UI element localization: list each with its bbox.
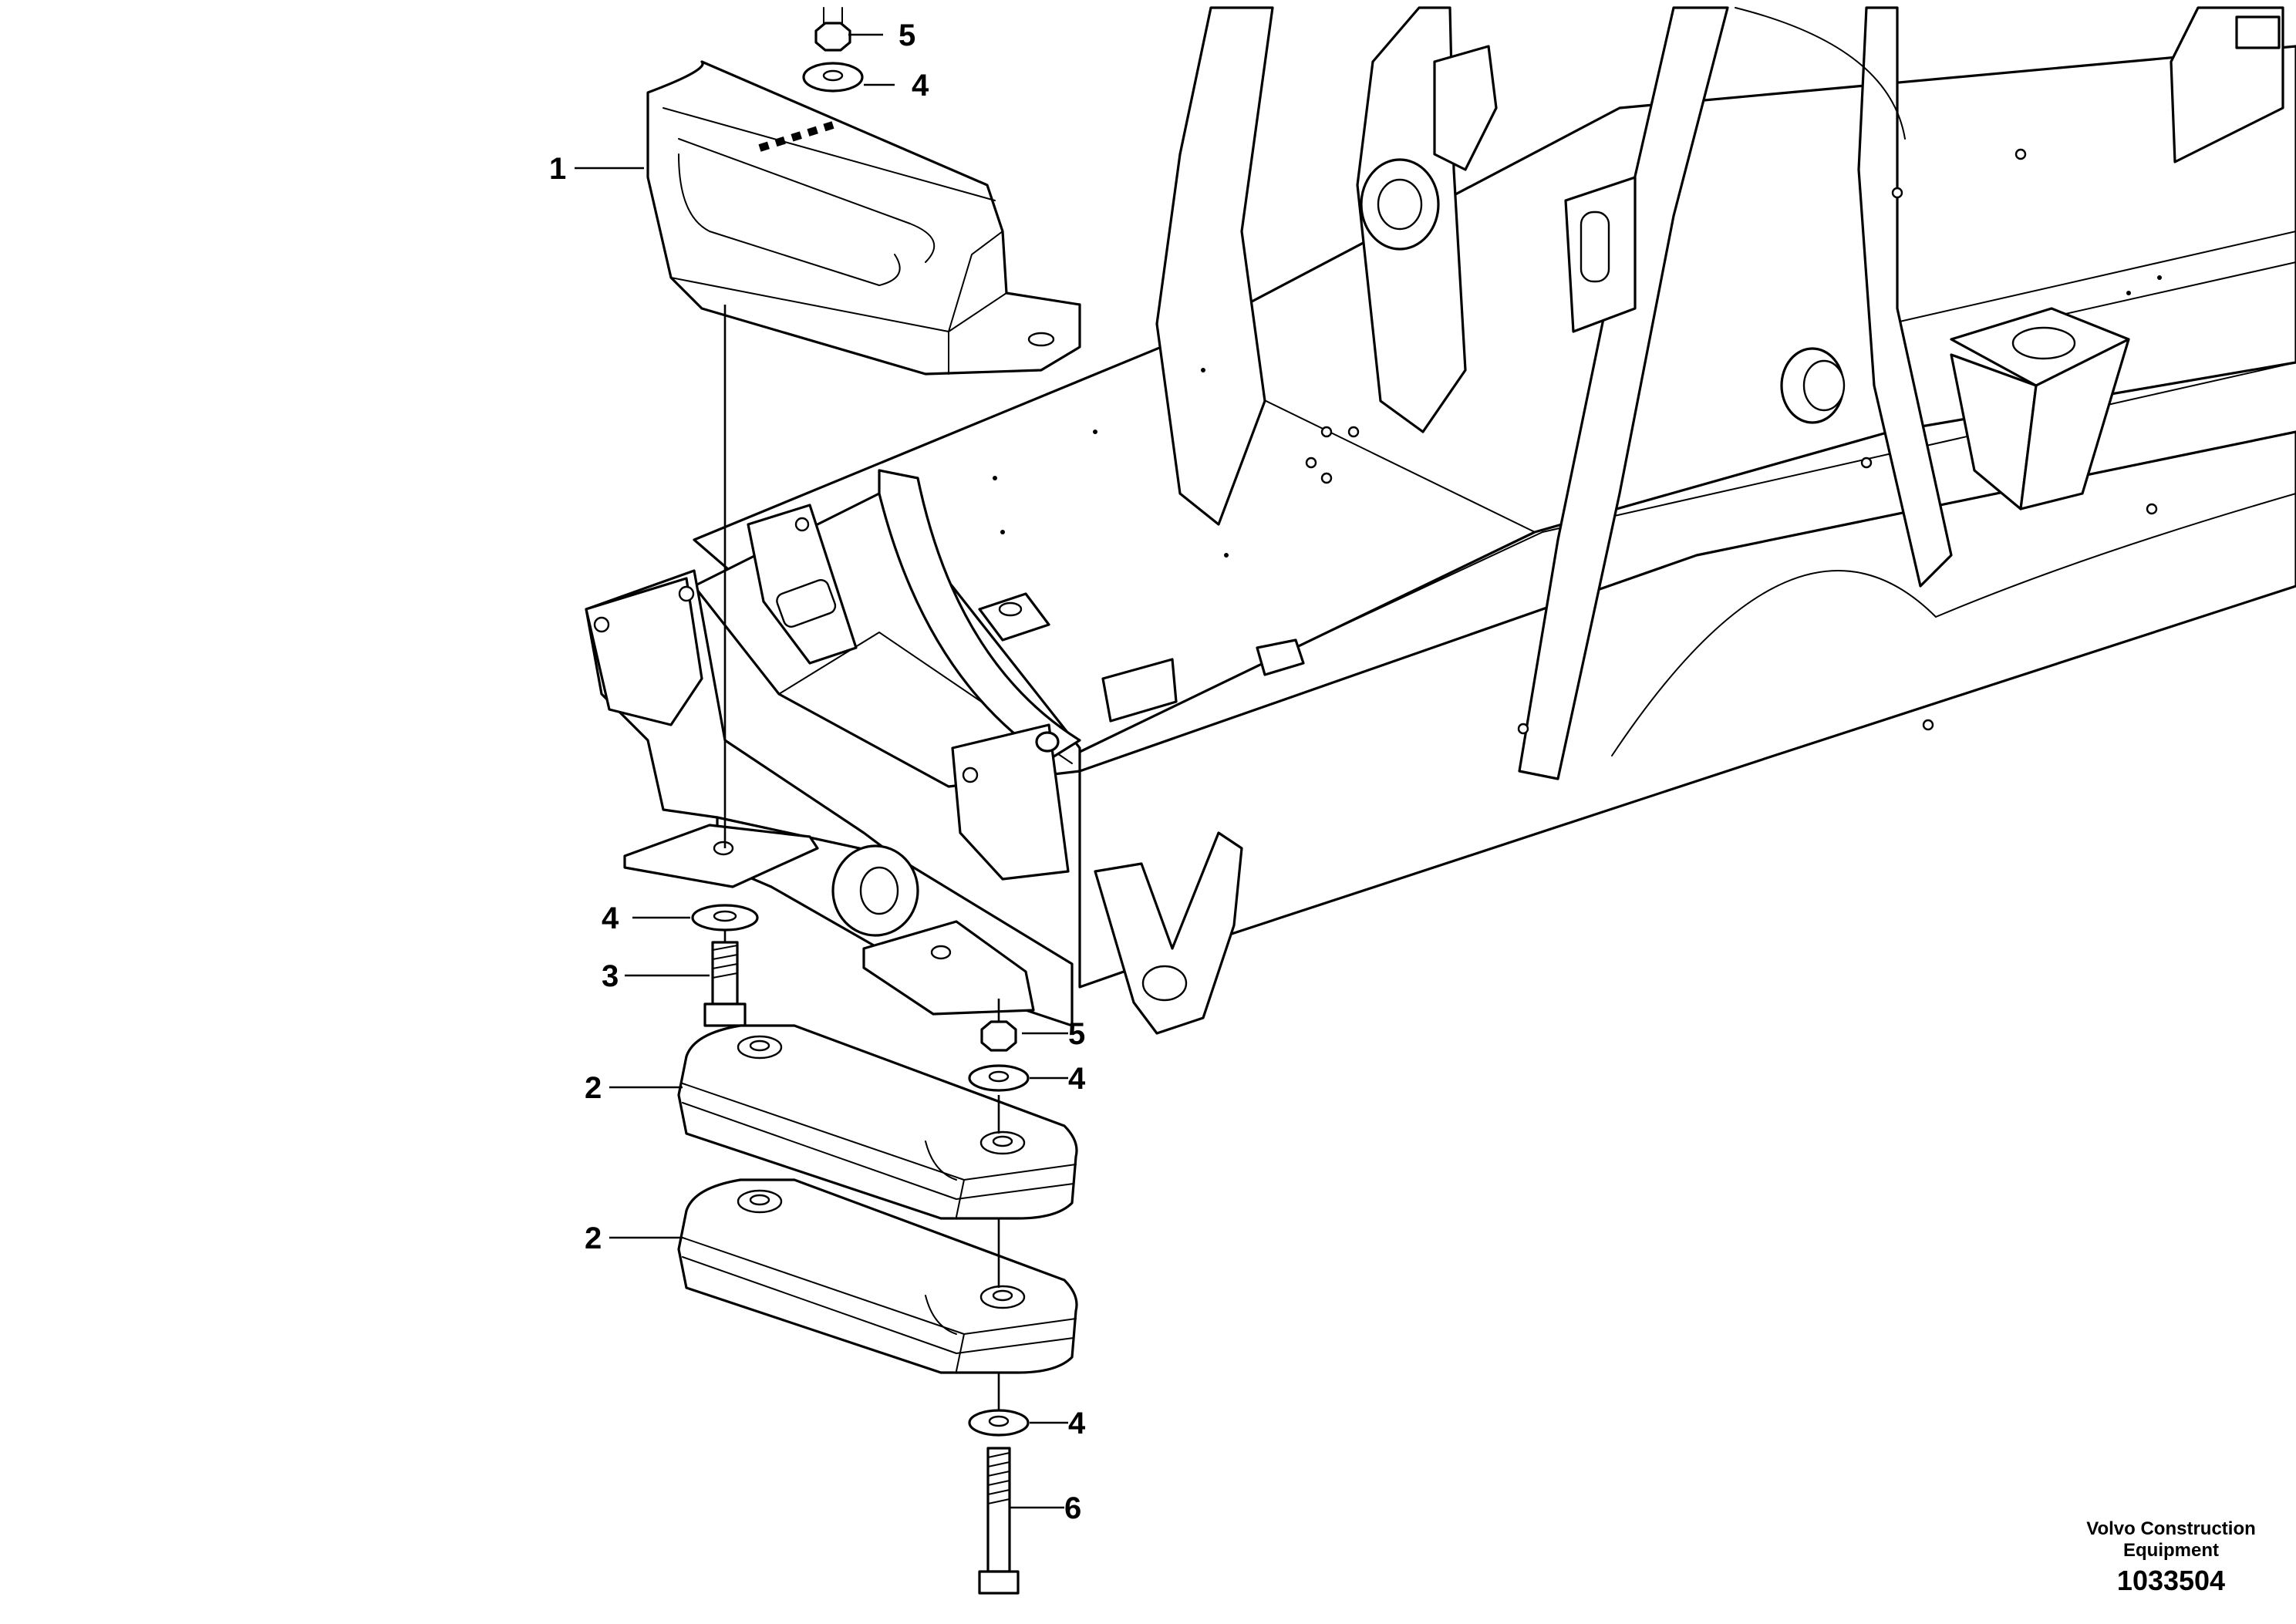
counterweight-mounting-plates (623, 824, 1035, 1016)
part-1-front-bumper (646, 60, 1081, 376)
callout-4-lower: 4 (1068, 1062, 1086, 1096)
hidden-fastener-line (758, 121, 834, 152)
callout-5-top: 5 (899, 19, 915, 52)
brand-line-2: Equipment (2123, 1540, 2219, 1561)
callout-4-top: 4 (912, 69, 929, 103)
frame-fastener-dots (900, 148, 2162, 735)
towing-hitch (1094, 831, 1243, 1035)
drawing-footer: Volvo Construction Equipment 1033504 (2086, 1518, 2256, 1596)
part-2-counterweight-lower (677, 1178, 1078, 1374)
leader-lines (575, 33, 1068, 1509)
lower-washer-a (968, 1064, 1030, 1092)
long-bolt-part-6 (978, 1447, 1020, 1595)
left-washer (691, 904, 759, 932)
lower-washer-b (968, 1409, 1030, 1437)
drawing-number: 1033504 (2117, 1565, 2225, 1596)
part-2-counterweight-upper (677, 1024, 1078, 1220)
callout-6: 6 (1064, 1491, 1081, 1525)
callout-2-lower: 2 (585, 1221, 602, 1255)
callout-4-bottom: 4 (1068, 1407, 1086, 1440)
lower-nut (980, 1020, 1017, 1052)
top-washer (802, 62, 864, 93)
callout-4-left: 4 (602, 901, 619, 935)
callout-2-upper: 2 (585, 1071, 602, 1105)
callout-labels: 5 4 1 4 3 5 4 2 2 4 6 (549, 19, 1086, 1525)
callout-1: 1 (549, 152, 566, 186)
top-nut (814, 7, 851, 52)
front-frame-box (585, 469, 1305, 1027)
callout-3: 3 (602, 959, 619, 993)
rear-frame-chassis (693, 6, 2296, 989)
brand-line-1: Volvo Construction (2086, 1518, 2256, 1539)
bolt-part-3 (703, 941, 747, 1027)
callout-5-lower: 5 (1068, 1017, 1085, 1051)
